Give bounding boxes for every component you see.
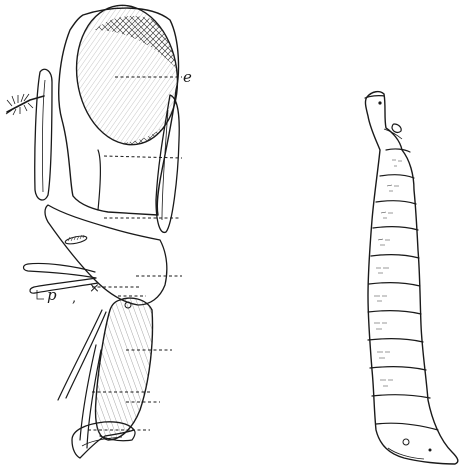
lower-face: [45, 205, 167, 305]
label-e: e: [183, 68, 192, 86]
proboscis: [58, 295, 160, 448]
larva-diagram: [365, 92, 458, 464]
head-diagram: e p × ,: [6, 0, 192, 458]
label-cross: ×: [89, 281, 100, 296]
larva-stipple: [374, 160, 402, 386]
antenna-bristle: [6, 94, 44, 115]
maxillary-palps: [24, 263, 99, 293]
label-p: p: [47, 286, 57, 304]
label-comma-mark: ,: [72, 291, 76, 306]
antennal-groove: [35, 69, 52, 200]
